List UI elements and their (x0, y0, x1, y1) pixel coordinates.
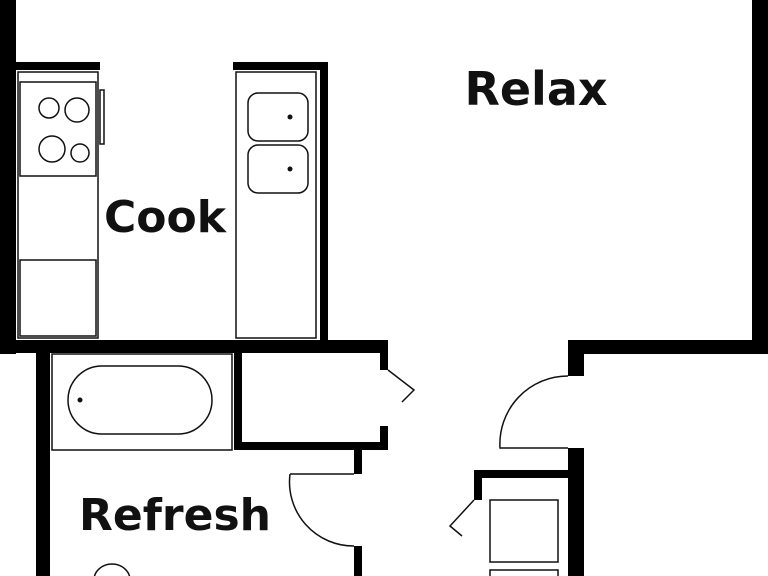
fridge (19, 259, 97, 337)
sink-bottom-drain (287, 166, 293, 172)
bathtub-drain (77, 397, 83, 403)
wall-closet-bottom (234, 442, 388, 450)
toilet (93, 563, 131, 576)
wall-top-left (0, 62, 100, 70)
burner-bottom-left (38, 135, 66, 163)
wall-bath-right-bottom (354, 546, 362, 576)
stove-handle (99, 89, 105, 145)
burner-bottom-right (70, 143, 90, 163)
wall-lower-right-b (568, 448, 584, 576)
doors (288, 369, 569, 547)
room-label-relax: Relax (464, 62, 607, 116)
closet-door (387, 369, 416, 403)
left-counter (17, 71, 99, 339)
wall-right-lower (568, 340, 768, 354)
wall-counter-top (233, 62, 328, 70)
wall-right (752, 0, 768, 354)
wall-bath-left (36, 340, 50, 576)
wall-counter-right (320, 62, 328, 348)
wall-closet-left (234, 350, 242, 450)
right-counter (235, 71, 317, 339)
stove (19, 81, 97, 177)
main-door (499, 375, 569, 449)
room-label-refresh: Refresh (79, 490, 271, 541)
kitchen-fixtures (17, 71, 317, 339)
wall-kitchen-bottom (0, 340, 388, 353)
wall-lower-right-a (474, 470, 482, 500)
sink-top-drain (287, 114, 293, 120)
burner-top-right (64, 97, 90, 123)
sink-top (247, 92, 309, 142)
wall-bath-right-top (354, 450, 362, 474)
wall-closet-right-top (380, 340, 388, 370)
wall-closet-right-bottom (380, 426, 388, 450)
wall-right-stub (568, 340, 584, 376)
bathtub (51, 353, 233, 451)
wall-left-upper (0, 0, 16, 354)
bath-fixtures (51, 353, 559, 576)
storage-box-top (489, 499, 559, 563)
sink-bottom (247, 144, 309, 194)
wall-lower-right-top (474, 470, 574, 478)
burner-top-left (38, 97, 60, 119)
lower-right-door (448, 499, 475, 537)
bathtub-basin (67, 365, 213, 435)
room-label-cook: Cook (104, 192, 228, 243)
bathroom-door (288, 473, 355, 547)
storage-box-bottom (489, 569, 559, 576)
